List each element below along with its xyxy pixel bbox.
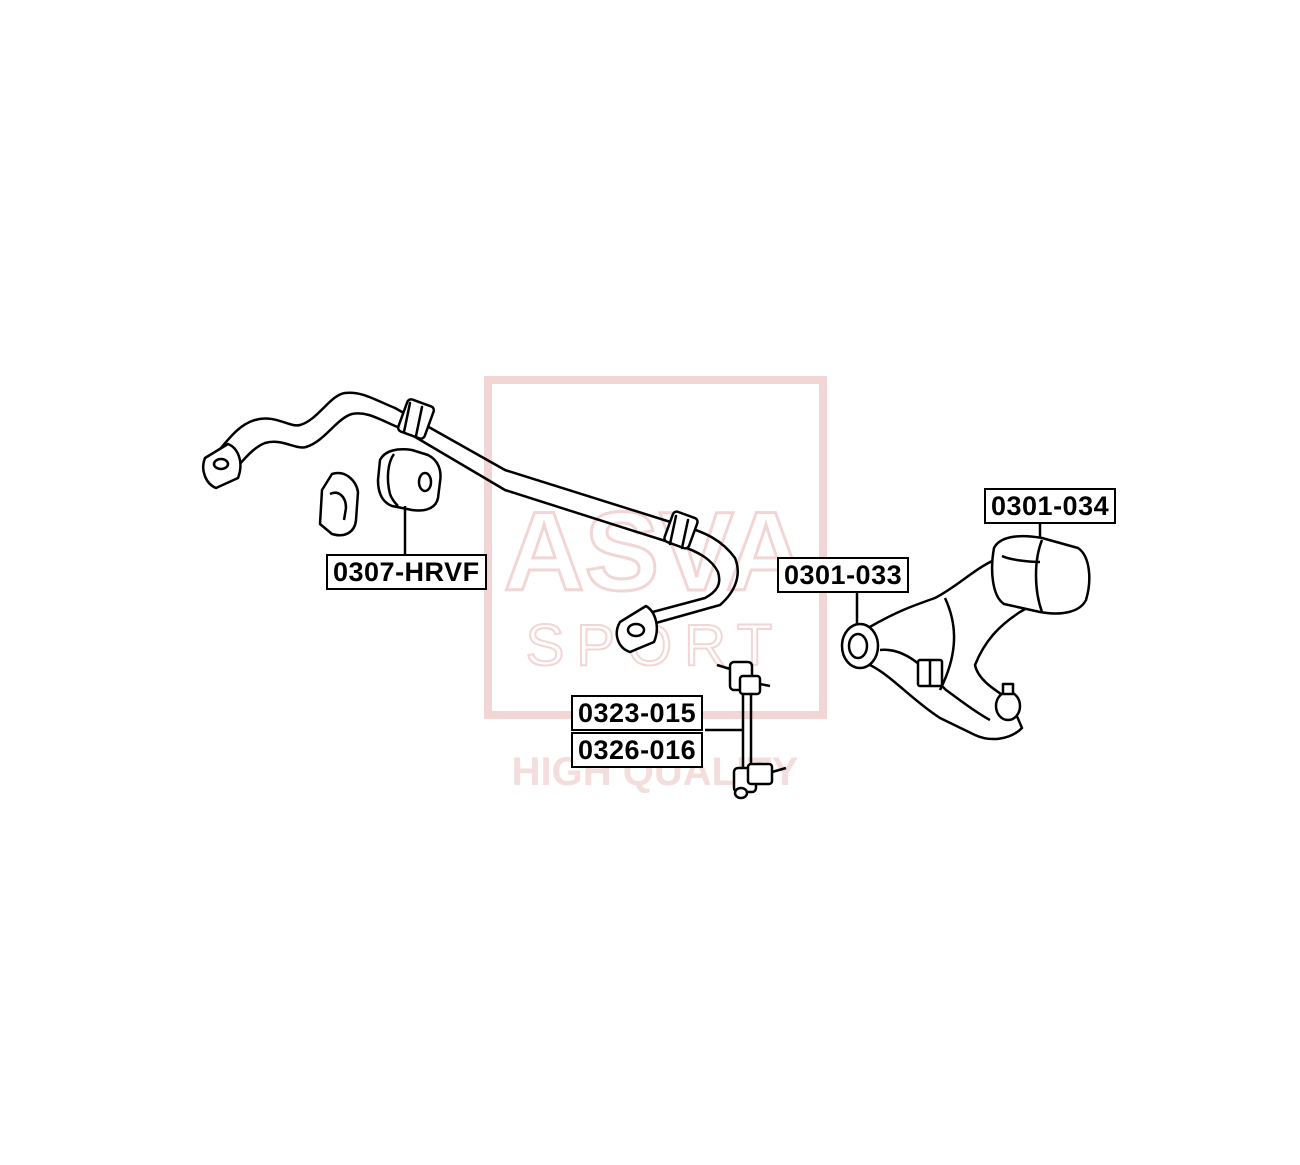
part-label-lower-arm-front-bushing[interactable]: 0301-033 (777, 557, 910, 593)
stabilizer-link-drawing (705, 660, 787, 800)
part-label-stabilizer-link-b[interactable]: 0326-016 (571, 732, 704, 768)
stabilizer-bushing-drawing (318, 448, 442, 556)
watermark-brand: ASVA (504, 489, 807, 614)
part-label-stabilizer-link-a[interactable]: 0323-015 (571, 695, 704, 731)
part-label-lower-arm-rear-bushing[interactable]: 0301-034 (984, 488, 1117, 524)
lower-control-arm-drawing (840, 518, 1091, 741)
stabilizer-bar (201, 391, 739, 654)
part-label-stabilizer-bushing[interactable]: 0307-HRVF (326, 554, 487, 590)
